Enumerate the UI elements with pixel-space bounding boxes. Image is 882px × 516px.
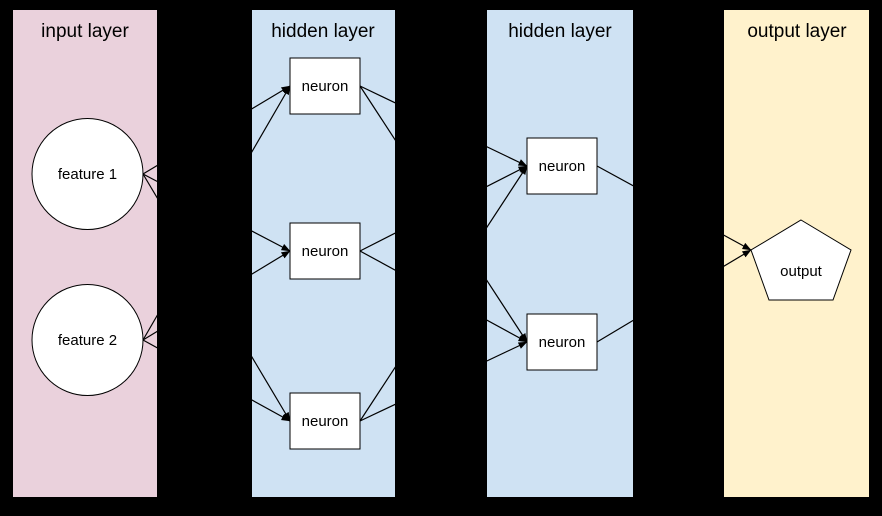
connection-line-f2-h1n1: [142, 85, 291, 341]
node-hidden2-neuron-1: [526, 137, 598, 195]
layer-band-hidden-2: [487, 10, 633, 497]
node-label-feature-1: feature 1: [58, 166, 117, 183]
connection-line-f2-h1n3: [142, 339, 291, 422]
node-feature-2: [31, 284, 144, 396]
node-output: [750, 219, 852, 301]
connection-lines: [142, 85, 752, 422]
connection-line-f1-h1n3: [142, 173, 291, 422]
node-label-hidden2-neuron-1: neuron: [539, 158, 586, 175]
node-label-hidden1-neuron-2: neuron: [302, 243, 349, 260]
connection-line-f2-h1n2: [142, 250, 291, 341]
connection-line-f1-h1n1: [142, 85, 291, 175]
layer-title-hidden-1: hidden layer: [271, 21, 375, 42]
node-hidden1-neuron-2: [289, 222, 361, 280]
node-hidden2-neuron-2: [526, 313, 598, 371]
node-label-hidden1-neuron-1: neuron: [302, 78, 349, 95]
connection-line-h1n1-h2n1: [359, 85, 528, 167]
connection-line-h2n1-output: [596, 165, 752, 251]
node-label-hidden2-neuron-2: neuron: [539, 334, 586, 351]
connection-line-h1n2-h2n2: [359, 250, 528, 343]
connection-line-h2n2-output: [596, 249, 752, 343]
connection-line-h1n2-h2n1: [359, 165, 528, 252]
node-label-feature-2: feature 2: [58, 332, 117, 349]
connection-line-h1n3-h2n1: [359, 165, 528, 422]
layer-title-output: output layer: [747, 21, 847, 42]
node-hidden1-neuron-3: [289, 392, 361, 450]
layer-title-input: input layer: [41, 21, 129, 42]
node-feature-1: [31, 118, 144, 230]
connection-line-h1n3-h2n2: [359, 341, 528, 422]
layer-band-input: [13, 10, 157, 497]
node-hidden1-neuron-1: [289, 57, 361, 115]
node-label-hidden1-neuron-3: neuron: [302, 413, 349, 430]
connection-line-h1n1-h2n2: [359, 85, 528, 343]
layer-title-hidden-2: hidden layer: [508, 21, 612, 42]
node-label-output: output: [780, 263, 823, 280]
